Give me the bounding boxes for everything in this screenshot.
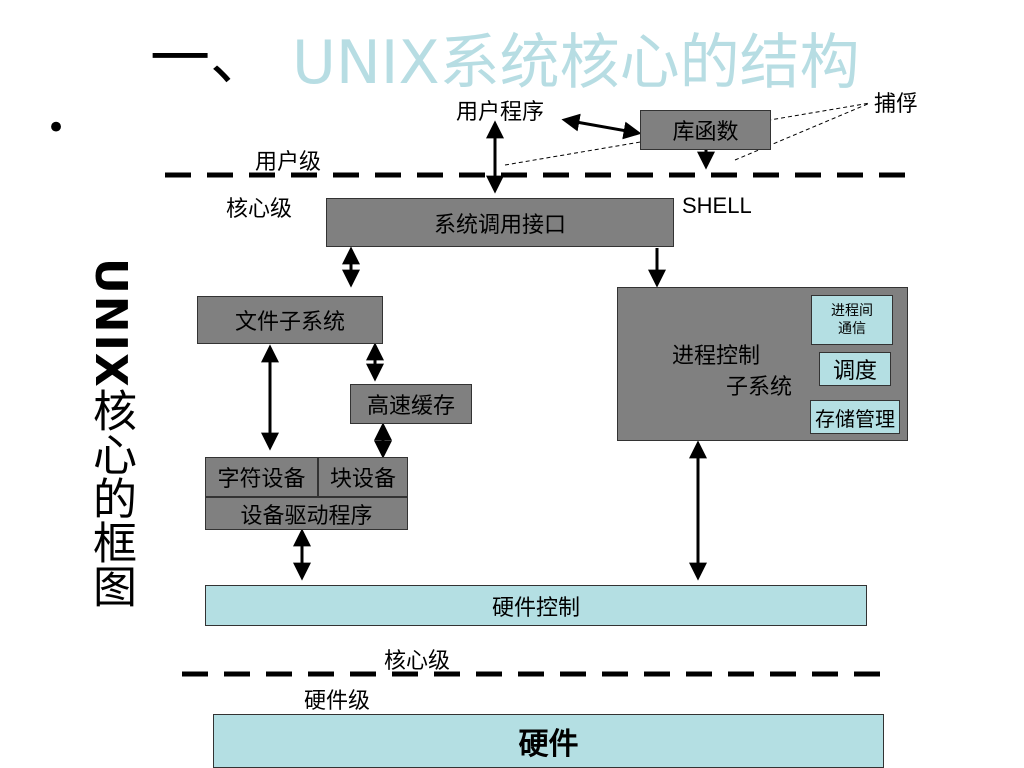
device-driver-box: 设备驱动程序: [205, 497, 408, 530]
hardware-box: 硬件: [213, 714, 884, 768]
hardware-level-label: 硬件级: [304, 689, 371, 714]
block-device-box: 块设备: [318, 457, 408, 497]
arrow-userprog-library: [561, 113, 642, 140]
kernel-level-top-label: 核心级: [226, 197, 293, 222]
ipc-box: 进程间 通信: [811, 295, 893, 345]
side-title-cjk: 核心的框图: [85, 388, 136, 608]
char-device-box: 字符设备: [205, 457, 318, 497]
library-box: 库函数: [640, 110, 771, 150]
process-control-label: 进程控制: [672, 344, 761, 369]
hardware-control-box: 硬件控制: [205, 585, 867, 626]
title-main: UNIX系统核心的结构: [292, 28, 860, 98]
buffer-cache-box: 高速缓存: [350, 384, 472, 424]
shell-label: SHELL: [682, 193, 752, 218]
syscall-interface-box: 系统调用接口: [326, 198, 674, 247]
file-subsystem-box: 文件子系统: [197, 296, 383, 344]
user-program-label: 用户程序: [456, 100, 545, 125]
subsystem-label: 子系统: [726, 375, 793, 400]
slide-title: 一、 UNIX系统核心的结构: [0, 10, 1024, 98]
scheduling-box: 调度: [819, 352, 891, 386]
trap-label: 捕俘: [874, 92, 919, 117]
bullet-point: •: [46, 108, 67, 148]
trap-line-2: [734, 102, 871, 161]
side-title-latin: UNIX: [85, 258, 136, 389]
kernel-level-bottom-label: 核心级: [384, 649, 451, 674]
process-control-box: 进程控制 子系统 进程间 通信 调度 存储管理: [617, 287, 908, 441]
user-level-label: 用户级: [255, 150, 322, 175]
memory-management-box: 存储管理: [810, 400, 900, 434]
title-prefix: 一、: [150, 24, 270, 94]
side-title: UNIX 核心的框图: [85, 258, 138, 608]
